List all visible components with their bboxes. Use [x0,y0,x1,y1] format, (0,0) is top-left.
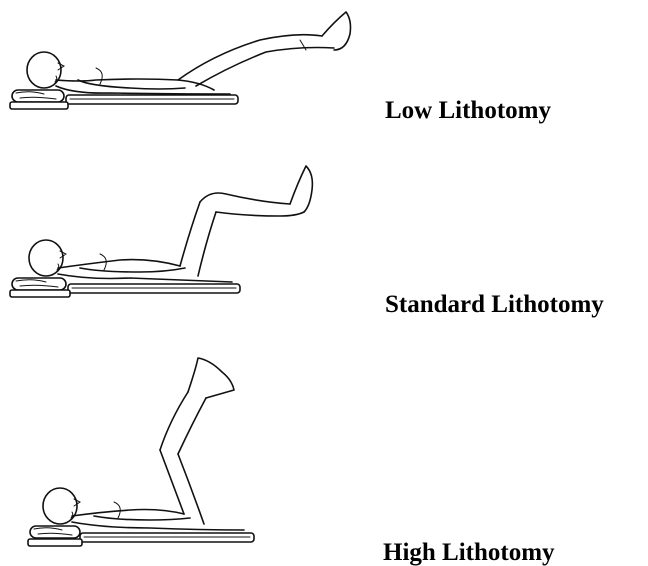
panel-low-lithotomy: Low Lithotomy [0,0,648,150]
standard-lithotomy-illustration [0,160,360,310]
high-lithotomy-illustration [0,350,360,564]
label-low-lithotomy: Low Lithotomy [385,98,551,123]
panel-standard-lithotomy: Standard Lithotomy [0,160,648,330]
label-standard-lithotomy: Standard Lithotomy [385,292,604,317]
low-lithotomy-illustration [0,0,360,130]
panel-high-lithotomy: High Lithotomy [0,350,648,564]
label-high-lithotomy: High Lithotomy [383,540,555,565]
